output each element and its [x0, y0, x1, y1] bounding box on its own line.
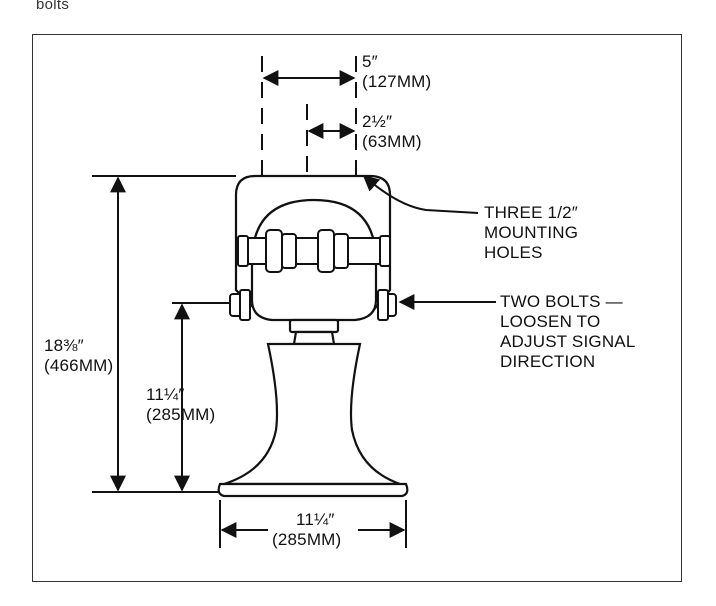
dim-5in-value: 5″ [362, 52, 378, 71]
page-header-fragment: bolts [36, 0, 70, 13]
bolt-height-dimension [172, 302, 230, 492]
horn-neck [288, 318, 340, 346]
overall-height-metric: (466MM) [44, 356, 114, 375]
horn-bell [223, 342, 401, 486]
leader-mounting-holes [362, 174, 479, 214]
horn-base-rim [217, 482, 409, 498]
callout-mounting-line-3: HOLES [484, 243, 543, 262]
side-bolts [229, 289, 397, 321]
dim-2half-metric: (63MM) [362, 132, 422, 151]
overall-height-value: 18⅜″ [44, 336, 84, 355]
base-width-value: 11¼″ [296, 510, 335, 529]
base-width-metric: (285MM) [272, 530, 342, 549]
callout-mounting-line-2: MOUNTING [484, 223, 579, 242]
bolt-height-value: 11¼″ [146, 385, 185, 404]
base-width-dimension [219, 500, 407, 548]
callout-bolts-line-2: LOOSEN TO [500, 312, 601, 331]
overall-height-dimension [92, 175, 236, 493]
dim-2half-value: 2½″ [362, 112, 393, 131]
callout-bolts-line-4: DIRECTION [500, 352, 596, 371]
top-extension-lines [261, 56, 357, 196]
bolt-height-metric: (285MM) [146, 405, 216, 424]
callout-mounting-line-1: THREE 1/2″ [484, 203, 578, 222]
dim-5in-metric: (127MM) [362, 72, 432, 91]
callout-bolts-line-3: ADJUST SIGNAL [500, 332, 636, 351]
clamp-band [237, 229, 391, 273]
callout-bolts-line-1: TWO BOLTS — [500, 292, 623, 311]
